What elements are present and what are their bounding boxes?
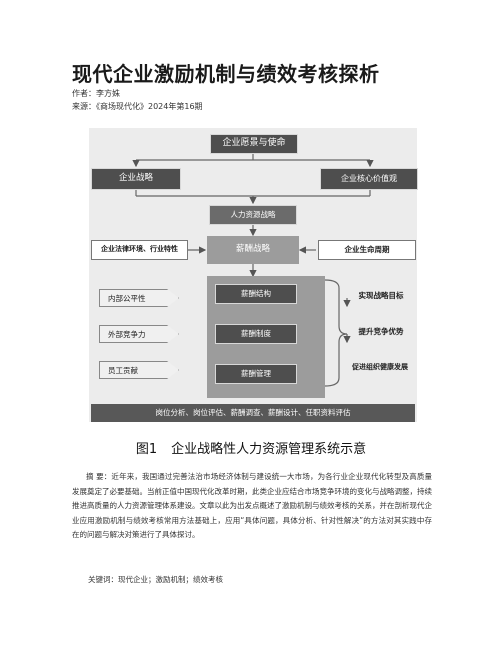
goal-competitive-box: 提升竞争优势 [358,326,404,336]
goal-health-box: 促进组织健康发展 [352,363,408,372]
figure-caption: 图1 企业战略性人力资源管理系统示意 [0,438,502,457]
goal-strategy-box: 实现战略目标 [358,290,404,300]
article-source: 来源：《商场现代化》2024年第16期 [72,102,203,111]
compensation-management-box: 薪酬管理 [215,364,297,384]
compensation-system-box: 薪酬制度 [215,324,297,344]
external-competitiveness-box: 外部竞争力 [99,325,179,343]
figure-number: 图1 [135,442,158,457]
lifecycle-box: 企业生命周期 [318,240,416,260]
vision-mission-box: 企业愿景与使命 [210,134,298,154]
keywords: 关键词：现代企业；激励机制；绩效考核 [88,575,223,584]
bottom-activity-bar: 岗位分析、岗位评估、薪酬调查、薪酬设计、任职资料评估 [91,404,415,422]
diagram-connectors [132,152,374,387]
abstract: 摘 要：近年来，我国通过完善法治市场经济体制与建设统一大市场，为各行业企业现代化… [72,470,432,543]
figure-caption-text: 企业战略性人力资源管理系统示意 [171,442,367,457]
strategic-hr-diagram: 企业愿景与使命 企业战略 企业核心价值观 人力资源战略 企业法律环境、行业特性 … [89,128,418,422]
employee-contribution-box: 员工贡献 [99,361,179,379]
enterprise-strategy-box: 企业战略 [91,168,181,190]
article-title: 现代企业激励机制与绩效考核探析 [72,62,380,86]
compensation-structure-box: 薪酬结构 [215,284,297,304]
legal-environment-box: 企业法律环境、行业特性 [91,240,188,260]
core-values-box: 企业核心价值观 [320,168,418,190]
article-author: 作者：李方姝 [72,89,120,98]
compensation-strategy-box: 薪酬战略 [207,236,299,264]
abstract-text: 摘 要：近年来，我国通过完善法治市场经济体制与建设统一大市场，为各行业企业现代化… [72,472,432,539]
internal-fairness-box: 内部公平性 [99,289,179,307]
hr-strategy-box: 人力资源战略 [209,205,297,225]
